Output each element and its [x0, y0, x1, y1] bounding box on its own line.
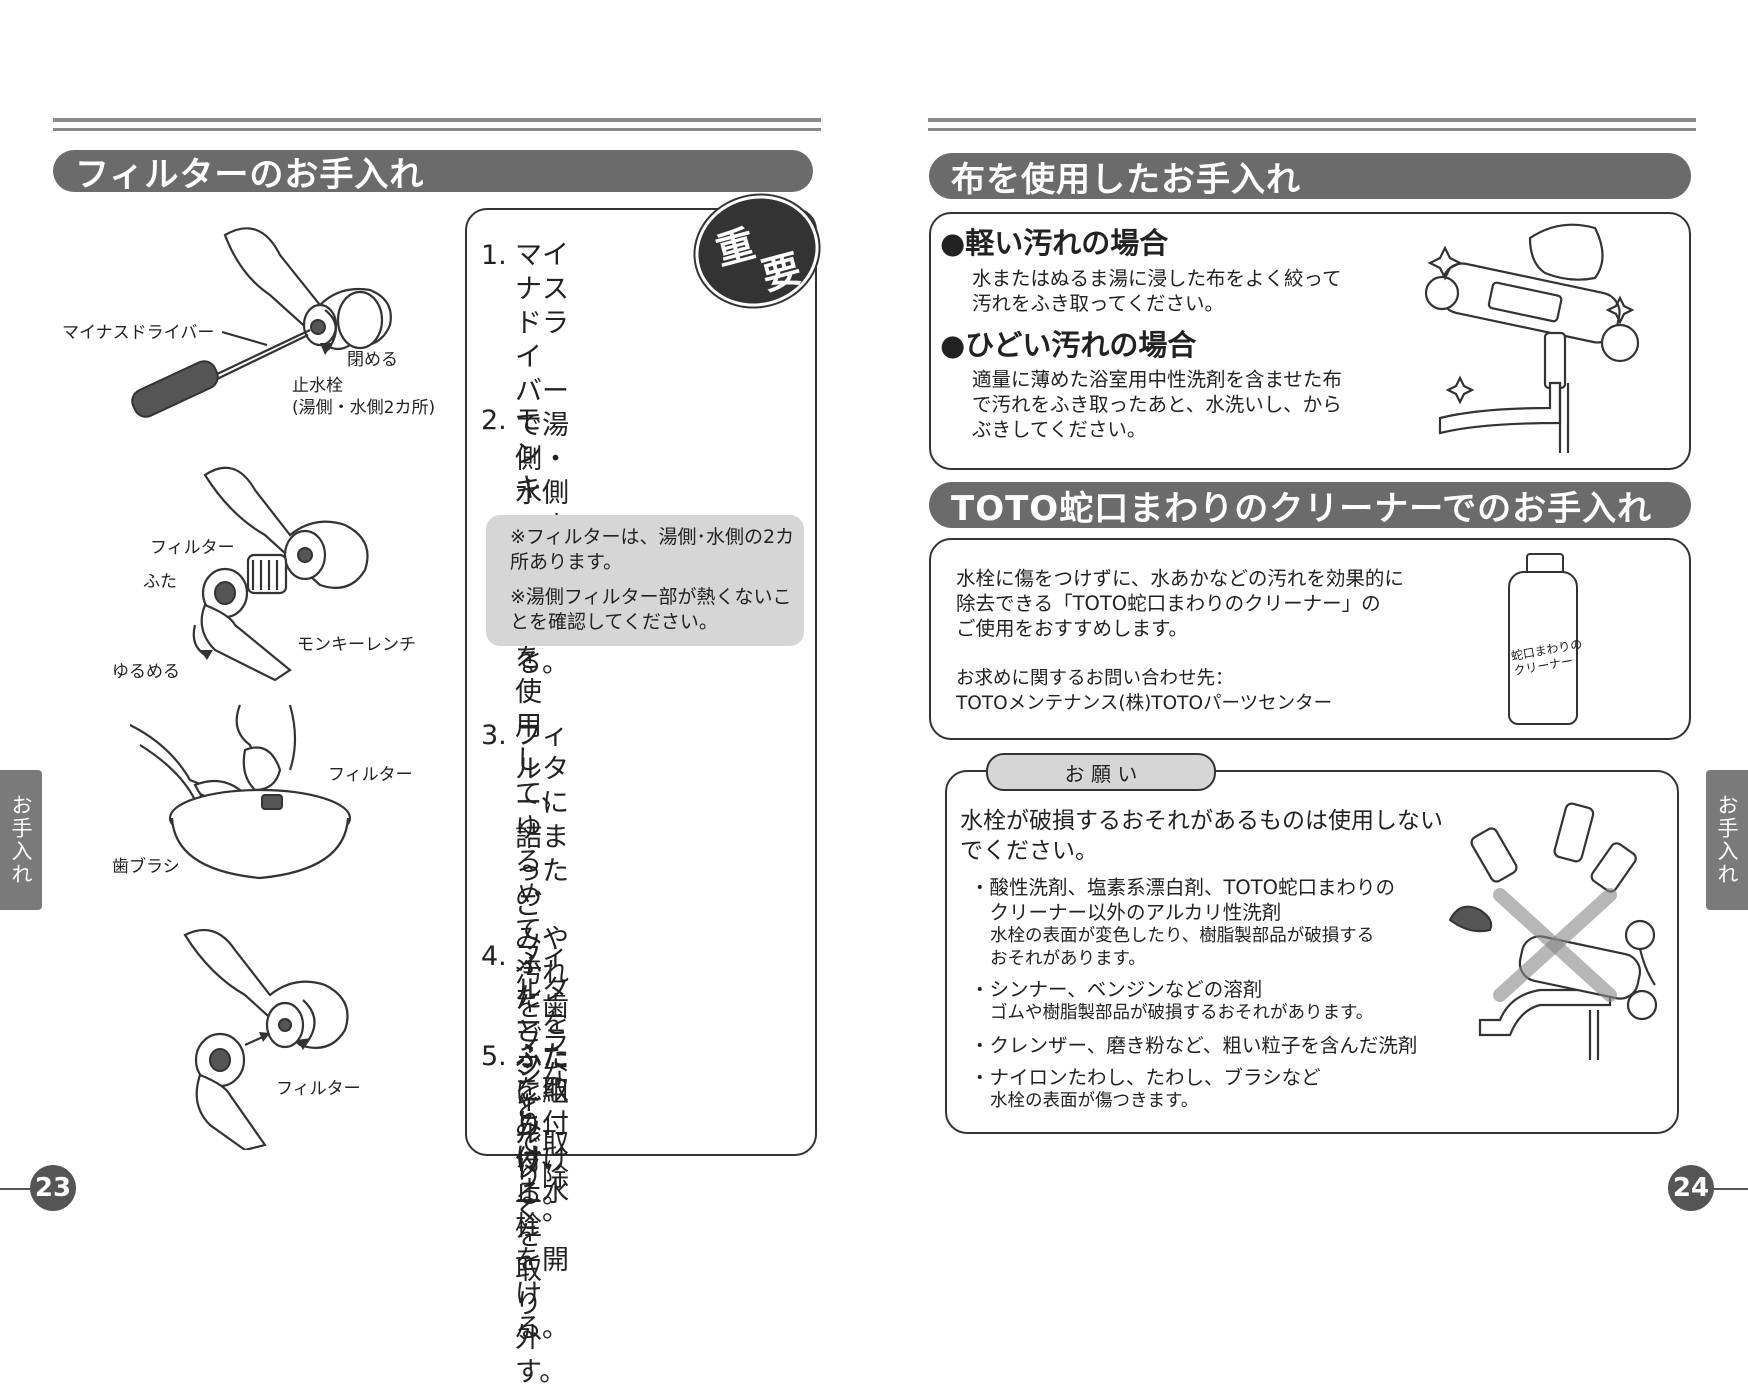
- step-number: 5.: [481, 1041, 507, 1072]
- section-title-cloth: 布を使用したお手入れ: [929, 153, 1691, 200]
- illustration-stopcock-driver: [131, 227, 392, 418]
- step-line: みや汚れを歯ブラシなど: [515, 924, 569, 1125]
- request-tab: お 願 い: [986, 753, 1216, 791]
- note-2: ※湯側フィルター部が熱くないこ とを確認してください。: [500, 585, 830, 635]
- label-wrench: モンキーレンチ: [297, 635, 416, 655]
- step-line: で取り除く。: [515, 1128, 569, 1227]
- item-sub-line: 水栓の表面が変色したり、樹脂製部品が破損する: [990, 926, 1375, 946]
- side-tab-left: お手入れ: [0, 770, 42, 910]
- text-line: TOTOメンテナンス(株)TOTOパーツセンター: [956, 693, 1333, 714]
- step-line: マイナスドライ: [515, 240, 569, 373]
- section-title-cleaner: TOTO蛇口まわりのクリーナーでのお手入れ: [929, 482, 1691, 529]
- heavy-dirt-text: 適量に薄めた浴室用中性洗剤を含ませた布 で汚れをふき取ったあと、水洗いし、から …: [972, 367, 1342, 442]
- step-number: 3.: [481, 720, 507, 751]
- steps-box: [465, 208, 817, 1156]
- section-title-filter: フィルターのお手入れ: [53, 150, 813, 195]
- request-item-4: ・ナイロンたわし、たわし、ブラシなど 水栓の表面が傷つきます。: [970, 1065, 1321, 1113]
- step-number: 4.: [481, 941, 507, 972]
- label-filter-3: フィルター: [276, 1079, 361, 1099]
- bottle-body: [1508, 571, 1578, 725]
- item-sub-line: 水栓の表面が傷つきます。: [990, 1091, 1199, 1111]
- page-number-left: 23: [30, 1165, 76, 1211]
- illustration-filter-removal: [192, 466, 369, 682]
- label-stopcock: 止水栓: [292, 376, 343, 396]
- text-line: 水栓に傷をつけずに、水あかなどの汚れを効果的に: [956, 567, 1404, 590]
- step-line: フィルターをふたに組み: [515, 941, 569, 1142]
- page-number-line-left: [0, 1188, 30, 1190]
- light-dirt-text: 水またはぬるま湯に浸した布をよく絞って 汚れをふき取ってください。: [972, 266, 1342, 316]
- item-sub-line: おそれがあります。: [990, 949, 1146, 969]
- text-line: 水またはぬるま湯に浸した布をよく絞って: [972, 267, 1342, 290]
- text-line: ご使用をおすすめします。: [956, 617, 1189, 640]
- request-item-2: ・シンナー、ベンジンなどの溶剤 ゴムや樹脂製部品が破損するおそれがあります。: [970, 977, 1373, 1025]
- light-dirt-heading: ●軽い汚れの場合: [940, 226, 1169, 260]
- text-line: お求めに関するお問い合わせ先：: [956, 668, 1234, 689]
- illustration-prohibited-cleaners: [1448, 802, 1658, 1060]
- text-line: 水栓が破損するおそれがあるものは使用しない: [960, 808, 1443, 834]
- illustration-cloth-wiping: [1424, 223, 1640, 453]
- label-driver: マイナスドライバー: [62, 323, 215, 343]
- item-sub-line: ゴムや樹脂製部品が破損するおそれがあります。: [990, 1003, 1374, 1023]
- item-line: ・クレンザー、磨き粉など、粗い粒子を含んだ洗剤: [970, 1034, 1418, 1057]
- label-filter-1: フィルター: [150, 538, 235, 558]
- important-badge-char-2: 要: [757, 246, 806, 299]
- illustration-filter-reassembly: [183, 928, 349, 1150]
- step-line: フィルターに詰まったご: [515, 720, 569, 921]
- item-line: ・ナイロンたわし、たわし、ブラシなど: [970, 1066, 1321, 1089]
- note-line: ※湯側フィルター部が熱くないこ: [510, 586, 792, 608]
- request-item-1: ・酸性洗剤、塩素系漂白剤、TOTO蛇口まわりの クリーナー以外のアルカリ性洗剤 …: [970, 875, 1395, 971]
- step-number: 2.: [481, 405, 507, 436]
- top-rule-left-1: [53, 118, 821, 122]
- contact-text: お求めに関するお問い合わせ先： TOTOメンテナンス(株)TOTOパーツセンター: [956, 666, 1332, 716]
- step-line: を開ける。: [515, 1245, 569, 1344]
- page-number-line-right: [1714, 1188, 1748, 1190]
- important-badge-char-1: 重: [711, 221, 760, 274]
- step-line: バーで湯側・水側: [515, 376, 569, 509]
- label-filter-2: フィルター: [328, 765, 413, 785]
- top-rule-left-2: [53, 128, 821, 131]
- text-line: 除去できる「TOTO蛇口まわりのクリーナー」の: [956, 592, 1381, 615]
- heavy-dirt-heading: ●ひどい汚れの場合: [940, 328, 1197, 362]
- step-line: て、ゆるめてふたとフィ: [515, 779, 568, 1116]
- step-line: 付ける。: [515, 1145, 569, 1210]
- notes-box: ※フィルターは、湯側･水側の2カ 所あります。 ※湯側フィルター部が熱くないこ …: [486, 515, 804, 646]
- request-heading: 水栓が破損するおそれがあるものは使用しない でください。: [960, 806, 1443, 866]
- label-stopcock-note: (湯側・水側2カ所): [292, 398, 436, 418]
- label-cap: ふた: [143, 572, 177, 592]
- side-tab-right: お手入れ: [1706, 770, 1748, 910]
- label-toothbrush: 歯ブラシ: [112, 857, 180, 877]
- leader-driver: [222, 330, 268, 347]
- text-line: 汚れをふき取ってください。: [972, 292, 1224, 315]
- note-1: ※フィルターは、湯側･水側の2カ 所あります。: [500, 525, 830, 575]
- item-line: クリーナー以外のアルカリ性洗剤: [970, 901, 1282, 924]
- label-loosen: ゆるめる: [112, 662, 180, 682]
- top-rule-right-2: [928, 128, 1696, 131]
- request-item-3: ・クレンザー、磨き粉など、粗い粒子を含んだ洗剤: [970, 1033, 1417, 1058]
- text-line: ぶきしてください。: [972, 418, 1147, 441]
- text-line: 適量に薄めた浴室用中性洗剤を含ませた布: [972, 368, 1342, 391]
- note-line: とを確認してください。: [510, 611, 718, 633]
- cleaner-text: 水栓に傷をつけずに、水あかなどの汚れを効果的に 除去できる「TOTO蛇口まわりの…: [956, 566, 1404, 641]
- note-line: 所あります。: [510, 551, 623, 573]
- illustration-toothbrush-cleaning: [130, 704, 352, 880]
- text-line: で汚れをふき取ったあと、水洗いし、から: [972, 393, 1342, 416]
- item-line: ・酸性洗剤、塩素系漂白剤、TOTO蛇口まわりの: [970, 876, 1396, 899]
- page-number-right: 24: [1668, 1165, 1714, 1211]
- label-close: 閉める: [347, 350, 398, 370]
- item-line: ・シンナー、ベンジンなどの溶剤: [970, 978, 1263, 1001]
- cleaner-bottle: 蛇口まわりの クリーナー: [1508, 553, 1583, 725]
- step-number: 1.: [481, 240, 507, 271]
- step-line: ふたを取り付け、止水栓: [515, 1041, 569, 1242]
- text-line: でください。: [960, 838, 1098, 864]
- note-line: ※フィルターは、湯側･水側の2カ: [510, 526, 795, 548]
- top-rule-right-1: [928, 118, 1696, 122]
